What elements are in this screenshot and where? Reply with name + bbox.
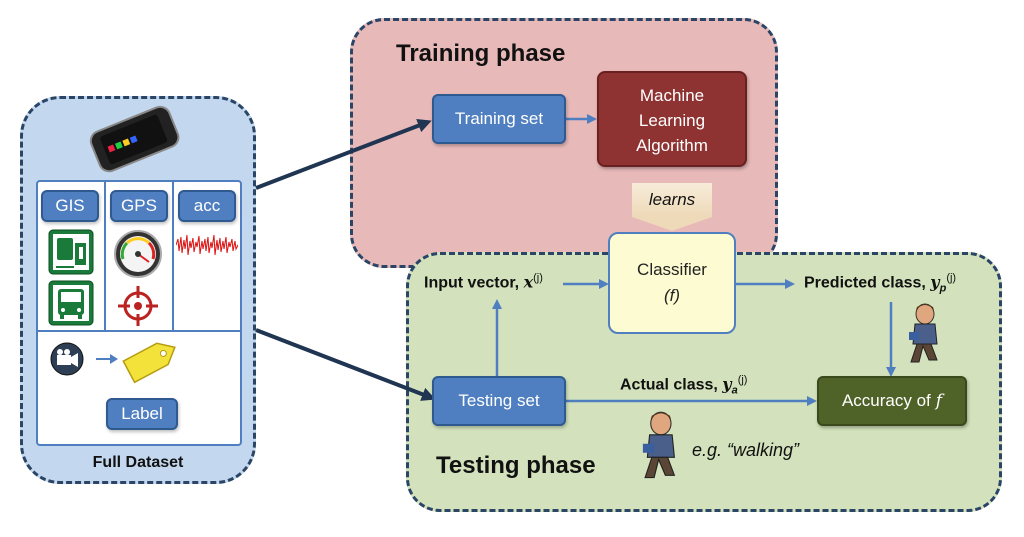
actual-class-text: Actual class, xyxy=(620,376,718,394)
predicted-class-label: Predicted class, yp(j) xyxy=(804,272,956,295)
dataset-to-testing-arrow xyxy=(255,328,436,401)
predicted-class-text: Predicted class, xyxy=(804,274,926,292)
predicted-var: y xyxy=(930,272,940,292)
actual-sub: a xyxy=(731,384,738,397)
grid-divider-v1 xyxy=(104,180,106,330)
acc-tag: acc xyxy=(178,190,236,222)
gis-tag: GIS xyxy=(41,190,99,222)
gps-tag: GPS xyxy=(110,190,168,222)
actual-sup: (j) xyxy=(737,374,748,386)
dataset-to-training-arrow xyxy=(255,119,432,190)
train-station-icon xyxy=(48,229,94,275)
classifier-f: (f) xyxy=(663,286,681,305)
grid-divider-h xyxy=(36,330,242,332)
actual-class-label: Actual class, ya(j) xyxy=(620,374,747,397)
walking-person-icon xyxy=(909,303,938,363)
grid-divider-v2 xyxy=(172,180,174,330)
input-vector-label: Input vector, x(j) xyxy=(424,272,543,292)
gps-target-icon xyxy=(118,286,158,326)
classifier-box: Classifier (f) xyxy=(608,232,736,334)
input-vector-text: Input vector, xyxy=(424,274,520,292)
learns-arrow-label: learns xyxy=(632,183,712,217)
video-camera-icon xyxy=(50,342,84,376)
accuracy-box: Accuracy of f xyxy=(817,376,967,426)
input-vector-var: x xyxy=(523,272,534,292)
accuracy-text: Accuracy of xyxy=(841,391,931,410)
smartphone-icon xyxy=(89,105,180,173)
small-arrow-icon xyxy=(96,354,118,364)
label-tag: Label xyxy=(106,398,178,430)
example-walking-label: e.g. “walking” xyxy=(692,440,800,460)
testing-set-box: Testing set xyxy=(432,376,566,426)
actual-var: y xyxy=(722,374,732,394)
walking-person-icon xyxy=(642,411,676,479)
ml-line-1: Machine xyxy=(639,86,705,105)
ml-algorithm-box: Machine Learning Algorithm xyxy=(597,71,747,167)
learns-text: learns xyxy=(648,190,696,209)
accuracy-f: f xyxy=(935,391,943,411)
testing-phase-title: Testing phase xyxy=(436,452,596,479)
predicted-sup: (j) xyxy=(946,272,957,284)
tag-icon xyxy=(122,342,176,384)
classifier-label: Classifier xyxy=(637,260,707,279)
learns-arrow-head xyxy=(632,217,712,231)
ml-line-3: Algorithm xyxy=(636,136,708,155)
accelerometer-waveform-icon xyxy=(176,229,238,261)
ml-line-2: Learning xyxy=(638,111,706,130)
training-phase-title: Training phase xyxy=(396,40,566,67)
bus-icon xyxy=(48,280,94,326)
training-set-box: Training set xyxy=(432,94,566,144)
speedometer-icon xyxy=(114,230,162,278)
input-vector-sup: (j) xyxy=(533,272,543,284)
predicted-sub: p xyxy=(939,282,947,295)
full-dataset-title: Full Dataset xyxy=(92,454,184,471)
